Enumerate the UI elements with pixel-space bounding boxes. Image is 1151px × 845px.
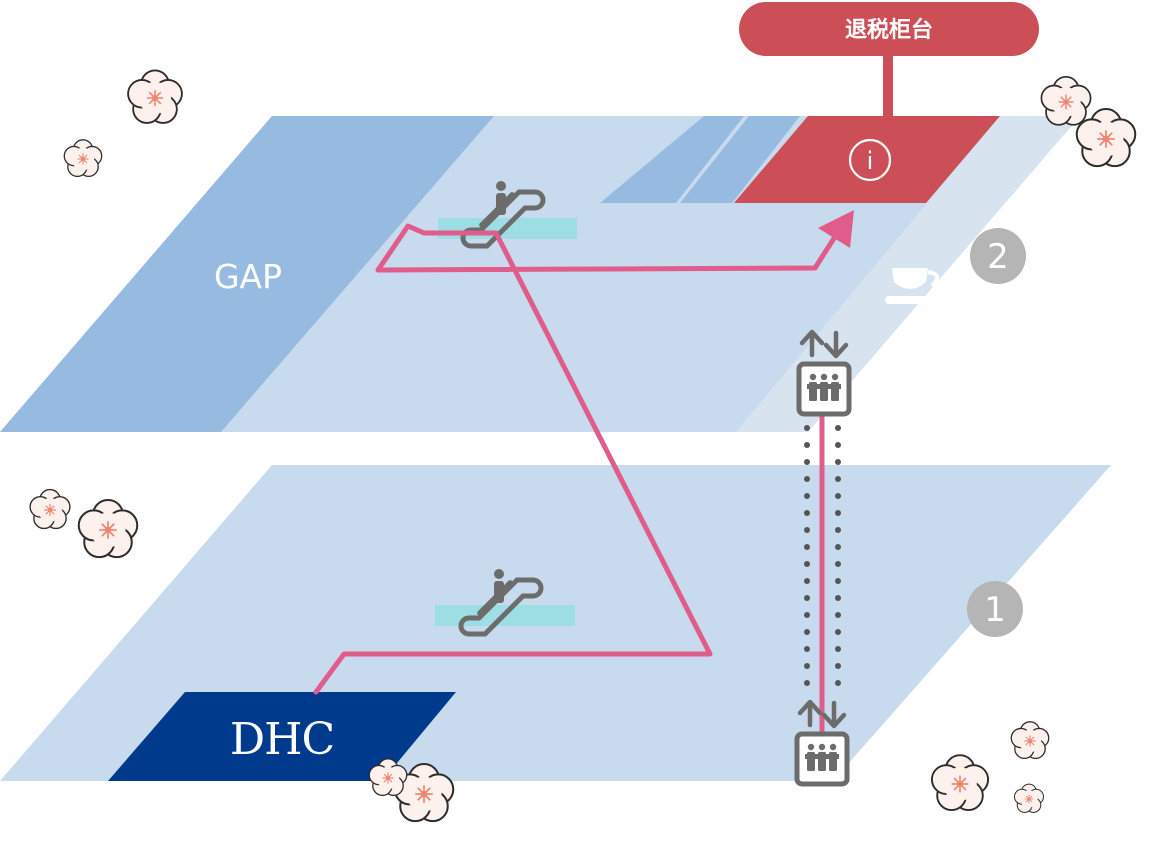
cherry-blossom-icon [29,488,71,530]
cherry-blossom-icon [1013,783,1045,813]
dhc-store-label: DHC [230,714,334,765]
coffee-cup-icon [885,268,940,304]
route-path [313,223,841,695]
cherry-blossom-icon [77,499,139,559]
cherry-blossom-icon [930,754,990,811]
dhc-store-block[interactable] [108,692,456,781]
elevator-shaft-dots [804,425,841,686]
floor-2-number: 2 [987,237,1009,277]
gap-store-block[interactable] [0,116,494,432]
cherry-blossom-icon [1040,75,1092,126]
cherry-blossom-icon [127,69,183,124]
tax-refund-counter-area[interactable] [734,116,1000,203]
floor-1-badge: 1 [967,581,1023,637]
gap-store-label: GAP [214,257,282,296]
tax-refund-callout-label: 退税柜台 [845,17,933,43]
upper-shop-unit-2[interactable] [680,116,800,203]
tax-refund-callout[interactable] [739,2,1039,56]
route-arrow-head [818,210,854,248]
info-marker-glyph: i [867,147,874,175]
floor-2-badge: 2 [970,228,1026,284]
cherry-blossom-icon [63,139,103,178]
upper-shop-unit-1[interactable] [600,116,744,203]
info-icon[interactable]: i [848,138,892,182]
floor-1-number: 1 [984,590,1006,630]
cherry-blossom-icon [1010,721,1050,759]
